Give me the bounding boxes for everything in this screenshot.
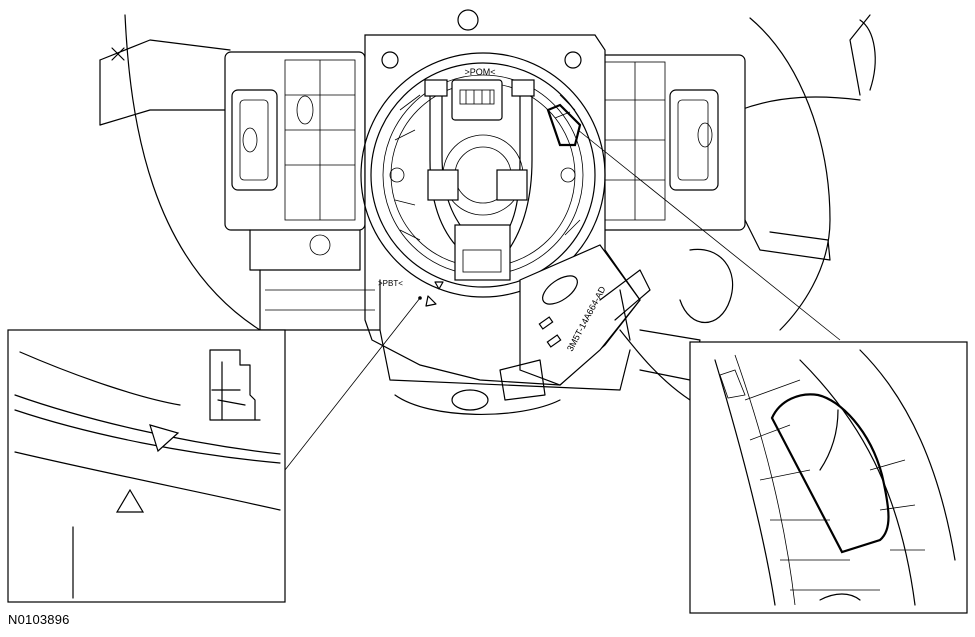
left-switch-stalk (99, 39, 366, 271)
right-detail-inset (689, 341, 968, 614)
wiring-harness (389, 79, 576, 281)
leader-lines (284, 129, 841, 471)
housing-alignment-triangle (115, 488, 145, 513)
left-detail-inset (7, 329, 286, 603)
connector-mark-label: >POM< (464, 67, 495, 77)
figure-number: N0103896 (8, 612, 70, 627)
housing-triangle-mark (425, 295, 437, 307)
top-connector: >POM< (451, 67, 503, 121)
alignment-mark-label: >PBT< (378, 279, 403, 288)
column-lower (259, 269, 701, 415)
rotor-triangle-mark (434, 281, 444, 290)
column-shroud-outline (124, 14, 831, 401)
rotor-alignment-triangle (149, 424, 180, 453)
indicator-window (546, 103, 582, 147)
right-switch-stalk (594, 14, 876, 324)
lower-bracket: 3M5T-14A664-AD (519, 244, 651, 386)
detail-indicator-window (770, 393, 890, 554)
